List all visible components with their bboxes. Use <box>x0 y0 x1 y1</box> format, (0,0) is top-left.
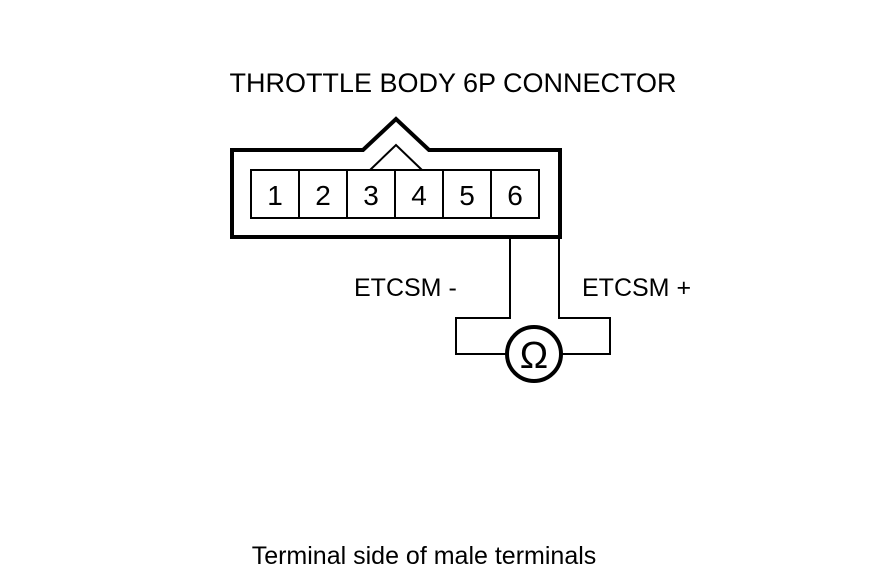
probe-label-negative: ETCSM - <box>354 274 457 302</box>
connector-title: THROTTLE BODY 6P CONNECTOR <box>229 68 676 98</box>
ohmmeter-icon <box>505 325 563 383</box>
diagram-caption: Terminal side of male terminals <box>252 542 597 570</box>
terminal-number: 6 <box>507 180 523 211</box>
connector-housing <box>230 116 562 239</box>
terminal-cavity-6 <box>490 169 540 219</box>
terminal-number: 4 <box>411 180 427 211</box>
locking-tab <box>369 143 423 171</box>
terminal-number: 3 <box>363 180 379 211</box>
probe-wire-positive <box>558 237 611 355</box>
terminal-number: 1 <box>267 180 283 211</box>
probe-label-positive: ETCSM + <box>582 274 691 302</box>
ohm-symbol: Ω <box>520 335 548 377</box>
terminal-number: 5 <box>459 180 475 211</box>
terminal-row: 1 2 3 4 5 6 <box>250 169 540 219</box>
probe-wire-negative <box>455 237 511 355</box>
terminal-number: 2 <box>315 180 331 211</box>
